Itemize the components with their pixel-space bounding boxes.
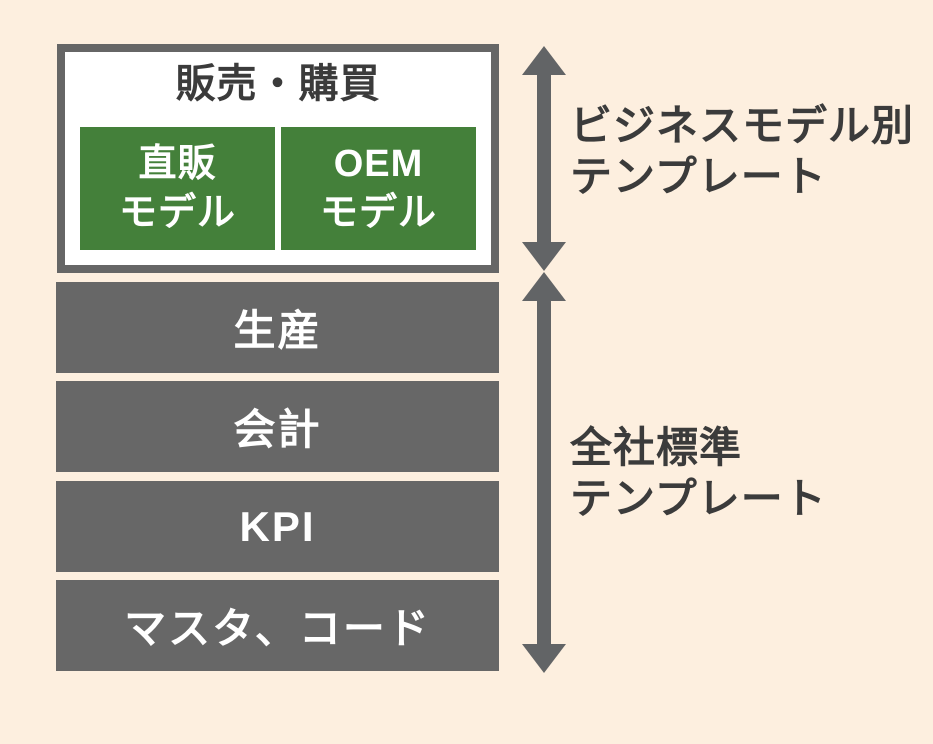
oem-model-box: OEM モデル: [281, 127, 476, 250]
layer-box-production: 生産: [56, 282, 499, 373]
double-arrow-company-standard-icon: [522, 272, 566, 673]
layer-box-kpi: KPI: [56, 481, 499, 572]
annotation-company-standard-template: 全社標準 テンプレート: [570, 424, 827, 522]
group-title: 販売・購買: [175, 62, 381, 106]
layer-box-master-code: マスタ、コード: [56, 580, 499, 671]
double-arrow-business-model-icon: [522, 46, 566, 271]
layer-box-accounting: 会計: [56, 381, 499, 472]
business-model-group-box: 販売・購買 直販 モデル OEM モデル: [57, 44, 499, 273]
direct-sales-model-box: 直販 モデル: [80, 127, 275, 250]
annotation-business-model-template: ビジネスモデル別 テンプレート: [570, 102, 915, 200]
